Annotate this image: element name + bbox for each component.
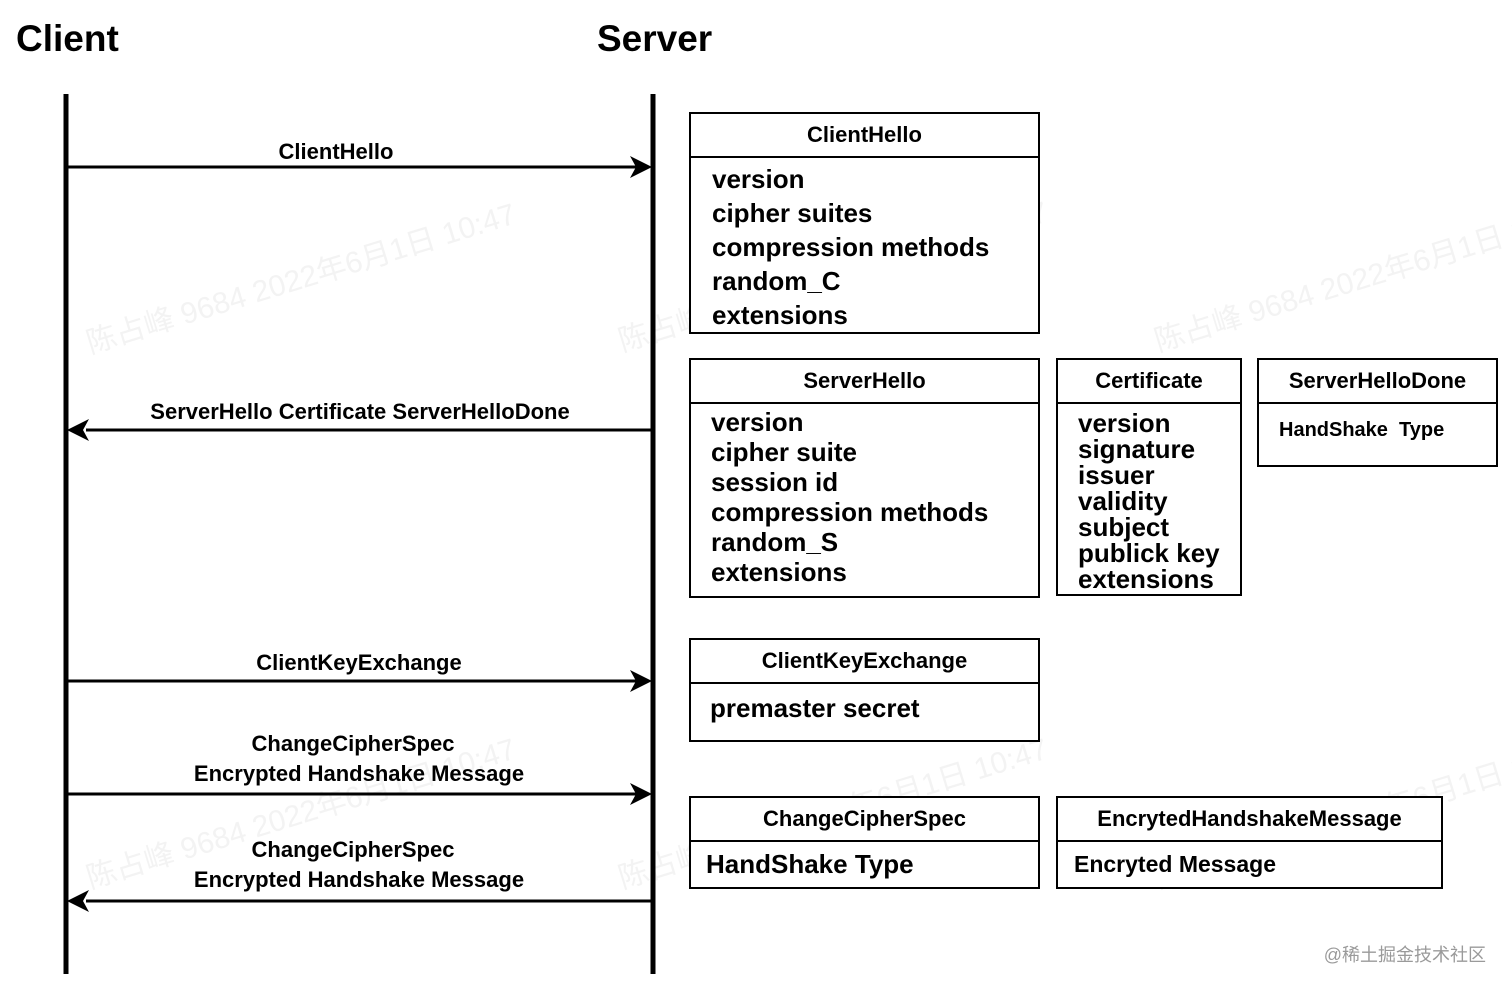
message-label-change-cipher-spec: ChangeCipherSpec: [251, 731, 455, 756]
field-public-key: publick key: [1078, 538, 1220, 568]
field-handshake-type: HandShake Type: [1279, 419, 1445, 441]
client-hello-title: ClientHello: [691, 114, 1038, 158]
message-label-encrypted-handshake: Encrypted Handshake Message: [193, 761, 525, 786]
message-label-client-hello: ClientHello: [278, 139, 394, 164]
server-hello-done-box: ServerHelloDone HandShake Type: [1257, 358, 1498, 467]
field-compression-methods: compression methods: [712, 232, 990, 262]
client-hello-arrow: [66, 156, 652, 178]
field-issuer: issuer: [1078, 460, 1155, 490]
certificate-box: Certificate version signature issuer val…: [1056, 358, 1242, 596]
field-version: version: [711, 407, 804, 437]
client-change-cipher-spec-arrow: [66, 783, 652, 805]
server-hello-done-title: ServerHelloDone: [1259, 360, 1496, 404]
field-compression-methods: compression methods: [711, 497, 989, 527]
server-label: Server: [597, 18, 713, 59]
field-cipher-suite: cipher suite: [711, 437, 857, 467]
client-hello-box: ClientHello version cipher suites compre…: [689, 112, 1040, 334]
message-label-server-hello: ServerHello Certificate ServerHelloDone: [150, 399, 570, 424]
field-extensions: extensions: [711, 557, 847, 587]
server-change-cipher-spec-arrow: [67, 890, 653, 912]
server-hello-title: ServerHello: [691, 360, 1038, 404]
client-label: Client: [16, 18, 119, 59]
client-key-exchange-box: ClientKeyExchange premaster secret: [689, 638, 1040, 742]
field-version: version: [1078, 408, 1171, 438]
field-premaster-secret: premaster secret: [710, 693, 920, 723]
field-extensions: extensions: [712, 300, 848, 330]
field-subject: subject: [1078, 512, 1170, 542]
server-hello-box: ServerHello version cipher suite session…: [689, 358, 1040, 598]
encrypted-handshake-message-box: EncrytedHandshakeMessage Encryted Messag…: [1056, 796, 1443, 889]
encrypted-handshake-message-title: EncrytedHandshakeMessage: [1058, 798, 1441, 842]
field-extensions: extensions: [1078, 564, 1214, 594]
field-cipher-suites: cipher suites: [712, 198, 873, 228]
field-session-id: session id: [711, 467, 839, 497]
message-label-client-key-exchange: ClientKeyExchange: [256, 650, 462, 675]
server-hello-arrow: [67, 419, 653, 441]
field-signature: signature: [1078, 434, 1196, 464]
message-label-encrypted-handshake: Encrypted Handshake Message: [193, 867, 525, 892]
field-version: version: [712, 164, 805, 194]
field-random-c: random_C: [712, 266, 841, 296]
field-handshake-type: HandShake Type: [706, 849, 914, 879]
change-cipher-spec-box: ChangeCipherSpec HandShake Type: [689, 796, 1040, 889]
source-credit: @稀土掘金技术社区: [1323, 945, 1486, 965]
client-key-exchange-arrow: [66, 670, 652, 692]
client-key-exchange-title: ClientKeyExchange: [691, 640, 1038, 684]
field-random-s: random_S: [711, 527, 839, 557]
field-validity: validity: [1078, 486, 1168, 516]
change-cipher-spec-title: ChangeCipherSpec: [691, 798, 1038, 842]
message-label-change-cipher-spec: ChangeCipherSpec: [251, 837, 455, 862]
field-encrypted-message: Encryted Message: [1074, 851, 1276, 877]
certificate-title: Certificate: [1058, 360, 1240, 404]
